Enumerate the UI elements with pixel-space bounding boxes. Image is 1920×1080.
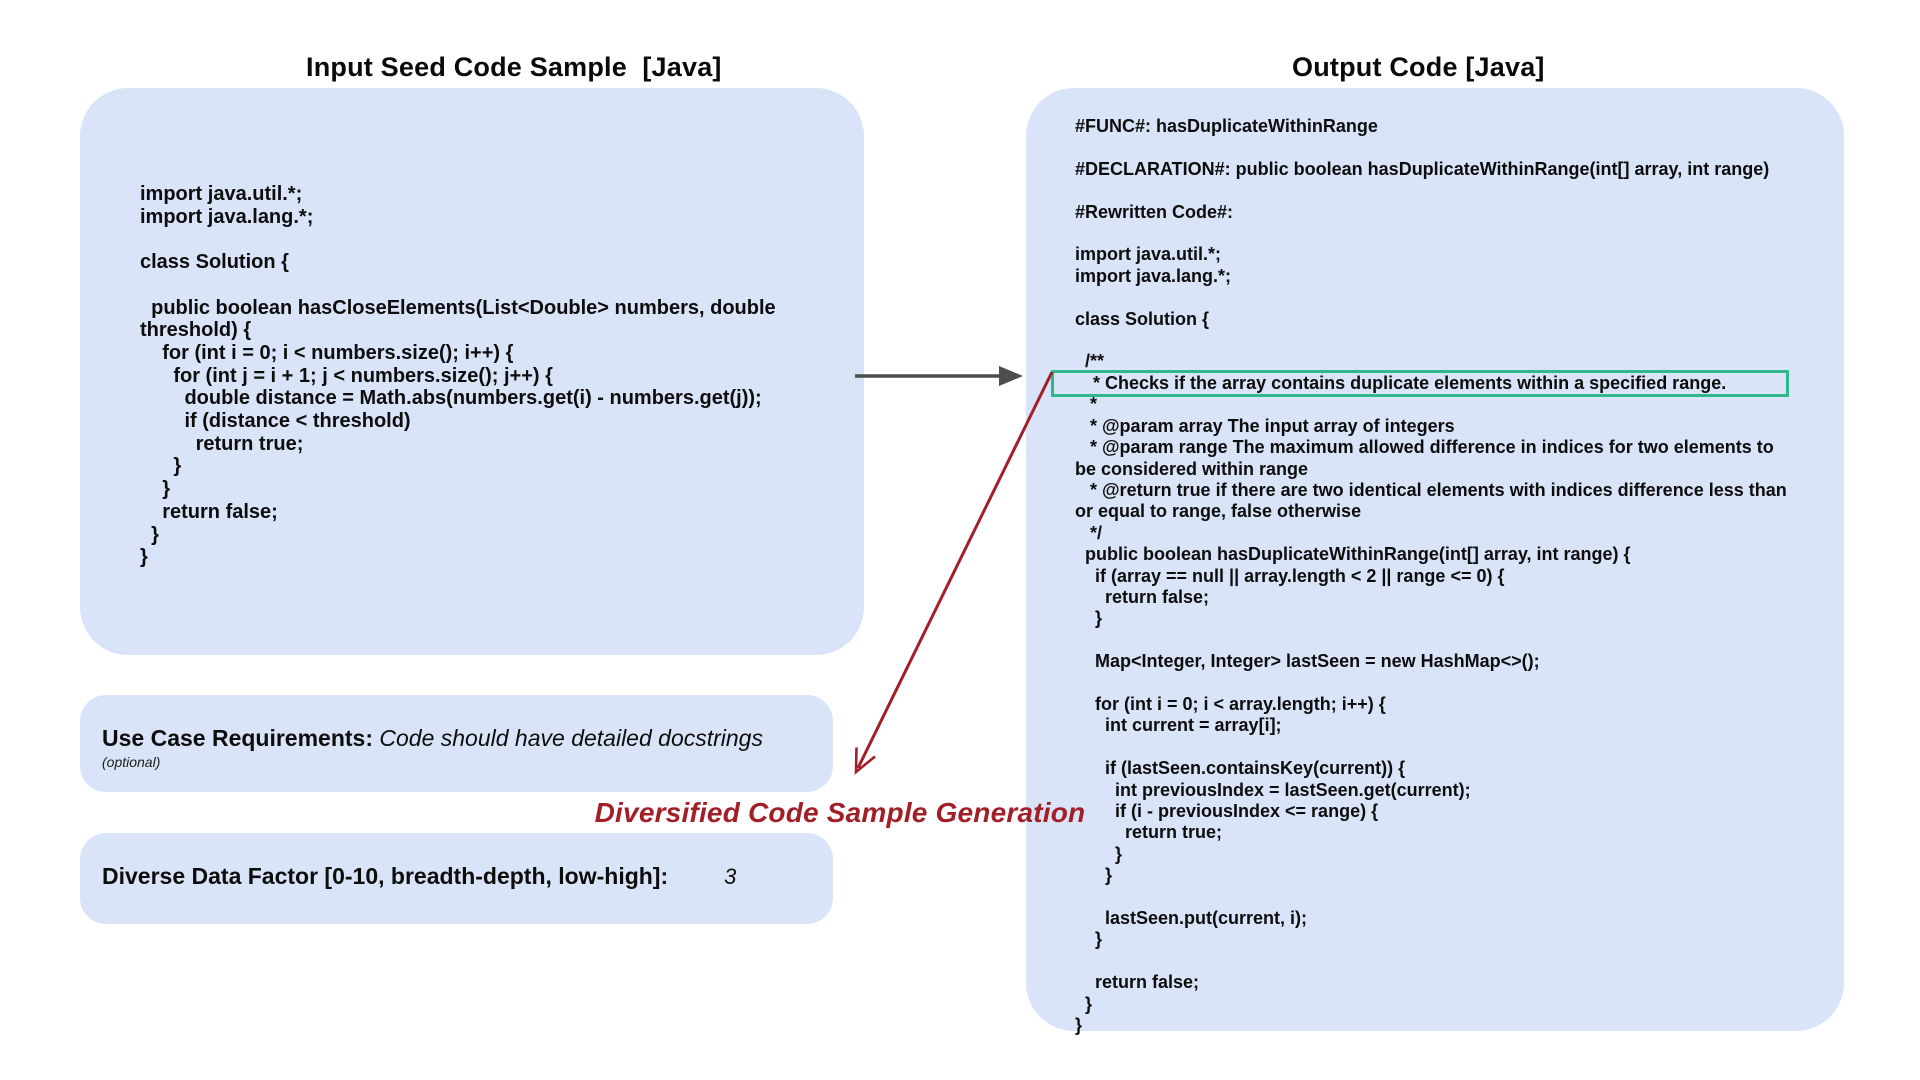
code-line: int current = array[i]; xyxy=(1075,715,1282,736)
code-line xyxy=(1075,737,1829,758)
use-case-label: Use Case Requirements: xyxy=(102,725,373,751)
code-line: * @return true if there are two identica… xyxy=(1075,479,1787,500)
output-code-block: #FUNC#: hasDuplicateWithinRange #DECLARAT… xyxy=(1051,116,1829,1036)
code-line: int previousIndex = lastSeen.get(current… xyxy=(1075,779,1471,800)
diverse-data-factor-label: Diverse Data Factor [0-10, breadth-depth… xyxy=(102,863,669,889)
code-line: return false; xyxy=(140,500,278,523)
code-line xyxy=(1075,630,1829,651)
code-line: #DECLARATION#: public boolean hasDuplica… xyxy=(1075,158,1770,179)
use-case-optional-note: (optional) xyxy=(102,754,161,770)
code-line: * @param range The maximum allowed diffe… xyxy=(1075,437,1774,458)
output-panel-title: Output Code [Java] xyxy=(1292,52,1545,82)
code-line: import java.lang.*; xyxy=(140,205,314,228)
code-line: if (lastSeen.containsKey(current)) { xyxy=(1075,758,1406,779)
code-line xyxy=(140,274,846,297)
code-line: for (int i = 0; i < numbers.size(); i++)… xyxy=(140,341,514,364)
code-line xyxy=(1075,287,1829,308)
code-line: public boolean hasDuplicateWithinRange(i… xyxy=(1075,544,1631,565)
output-code-panel: #FUNC#: hasDuplicateWithinRange #DECLARAT… xyxy=(1026,88,1844,1035)
code-line: for (int j = i + 1; j < numbers.size(); … xyxy=(140,364,553,387)
code-line: } xyxy=(1075,993,1093,1014)
code-line xyxy=(140,228,846,251)
code-line: class Solution { xyxy=(1075,308,1210,329)
code-line xyxy=(1075,223,1829,244)
code-line: * @param array The input array of intege… xyxy=(1075,415,1455,436)
code-line: } xyxy=(1075,865,1113,886)
code-line: double distance = Math.abs(numbers.get(i… xyxy=(140,387,762,410)
use-case-requirements-box: Use Case Requirements: Code should have … xyxy=(80,695,833,792)
code-line: public boolean hasCloseElements(List<Dou… xyxy=(140,296,776,319)
code-line xyxy=(1075,887,1829,908)
use-case-value: Code should have detailed docstrings xyxy=(379,725,763,751)
code-line: if (i - previousIndex <= range) { xyxy=(1075,801,1379,821)
use-case-line: Use Case Requirements: Code should have … xyxy=(102,725,809,752)
code-line: #Rewritten Code#: xyxy=(1075,201,1234,222)
diverse-data-factor-value: 3 xyxy=(724,864,737,889)
code-line: return false; xyxy=(1075,586,1210,607)
input-to-output-arrow xyxy=(855,366,1023,386)
code-line: if (array == null || array.length < 2 ||… xyxy=(1075,565,1505,586)
input-panel-title: Input Seed Code Sample [Java] xyxy=(306,52,722,82)
code-line: } xyxy=(140,523,159,546)
code-line: } xyxy=(1075,929,1103,950)
code-line: lastSeen.put(current, i); xyxy=(1075,908,1308,929)
code-line: or equal to range, false otherwise xyxy=(1075,501,1362,522)
code-line: return true; xyxy=(1075,822,1223,843)
code-line: #FUNC#: hasDuplicateWithinRange xyxy=(1075,116,1378,136)
code-line: /** xyxy=(1075,351,1105,372)
code-line: if (distance < threshold) xyxy=(140,410,411,433)
code-line: import java.util.*; xyxy=(140,183,303,205)
code-line xyxy=(1075,137,1829,158)
code-line: Map<Integer, Integer> lastSeen = new Has… xyxy=(1075,651,1540,672)
code-line: } xyxy=(1075,1015,1083,1036)
code-line: return true; xyxy=(140,432,304,455)
code-line: } xyxy=(140,455,182,478)
code-line: */ xyxy=(1075,522,1103,543)
code-line: import java.lang.*; xyxy=(1075,265,1232,286)
code-line xyxy=(1075,673,1829,694)
code-line: import java.util.*; xyxy=(1075,244,1222,265)
code-line: threshold) { xyxy=(140,319,252,342)
generation-process-label: Diversified Code Sample Generation xyxy=(594,797,1086,828)
code-line: * xyxy=(1075,394,1098,415)
code-line: return false; xyxy=(1075,972,1200,993)
code-line: } xyxy=(140,478,171,501)
code-line xyxy=(1075,951,1829,972)
code-line xyxy=(1075,180,1829,201)
generation-arrow xyxy=(854,371,1054,775)
code-line: } xyxy=(1075,608,1103,629)
code-line xyxy=(1075,330,1829,351)
diverse-data-factor-box: Diverse Data Factor [0-10, breadth-depth… xyxy=(80,833,833,924)
input-code-block: import java.util.*;import java.lang.*; cl… xyxy=(140,183,846,569)
code-line: for (int i = 0; i < array.length; i++) { xyxy=(1075,693,1386,714)
code-line: class Solution { xyxy=(140,251,289,274)
code-line: } xyxy=(140,546,148,569)
code-line: be considered within range xyxy=(1075,458,1309,479)
input-code-panel: import java.util.*;import java.lang.*; cl… xyxy=(80,88,864,655)
highlighted-code-line: * Checks if the array contains duplicate… xyxy=(1051,369,1789,398)
code-line: } xyxy=(1075,843,1123,864)
